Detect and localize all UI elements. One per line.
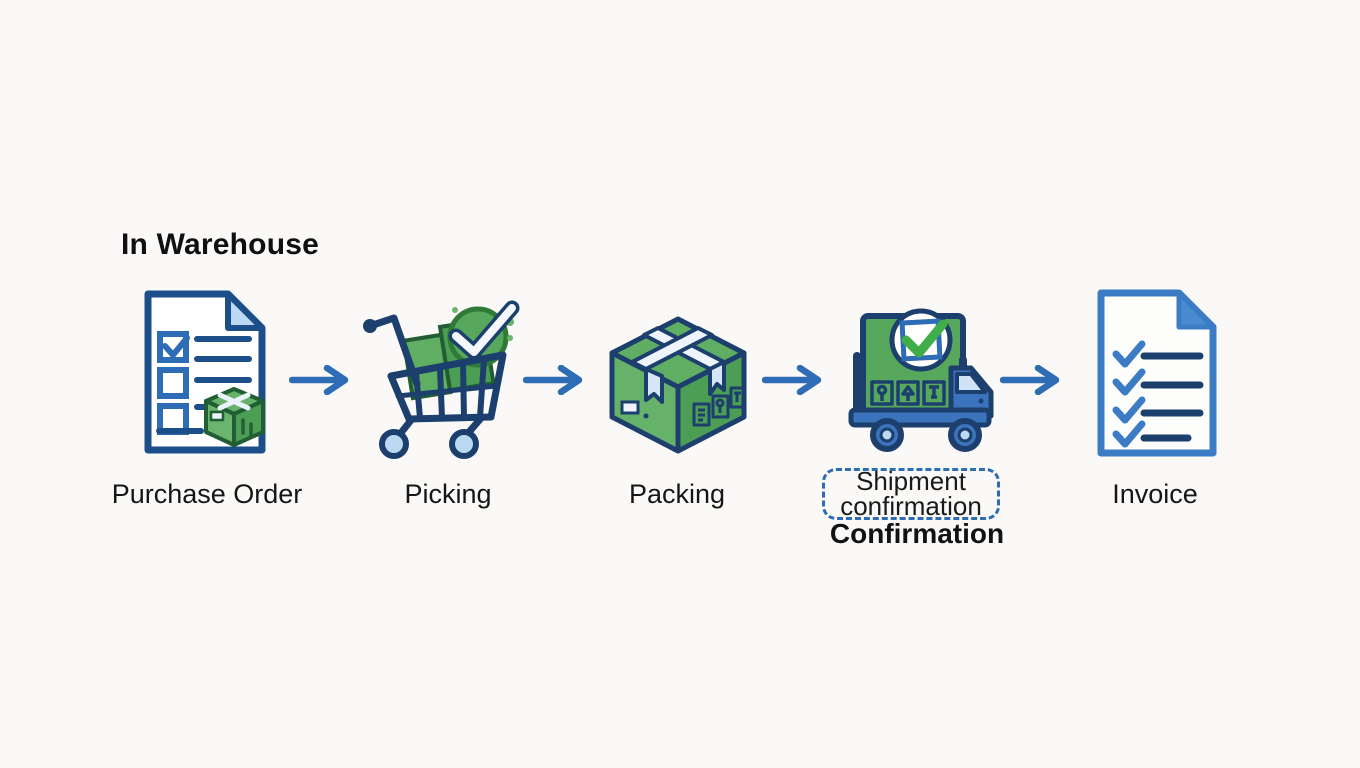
step-label-invoice: Invoice [1112, 479, 1198, 509]
shipment-box-line2: confirmation [840, 491, 982, 521]
step-label-picking: Picking [404, 479, 492, 509]
shopping-cart-check-icon [360, 292, 522, 462]
sealed-package-box-icon [604, 314, 752, 456]
step-label-packing: Packing [628, 479, 726, 509]
flow-arrow-icon [761, 364, 828, 400]
shipment-box-line1: Shipment [856, 466, 966, 496]
shipment-confirmation-dashed-box: Shipment confirmation [822, 468, 1000, 520]
flow-arrow-icon [288, 364, 355, 400]
flow-arrow-icon [999, 364, 1066, 400]
invoice-checklist-icon [1092, 286, 1222, 460]
delivery-truck-check-icon [845, 302, 997, 456]
section-title: In Warehouse [121, 228, 319, 261]
purchase-order-document-icon [139, 287, 271, 457]
step-label-confirmation: Confirmation [829, 518, 1005, 549]
flow-arrow-icon [522, 364, 589, 400]
step-label-purchase-order: Purchase Order [111, 479, 303, 509]
